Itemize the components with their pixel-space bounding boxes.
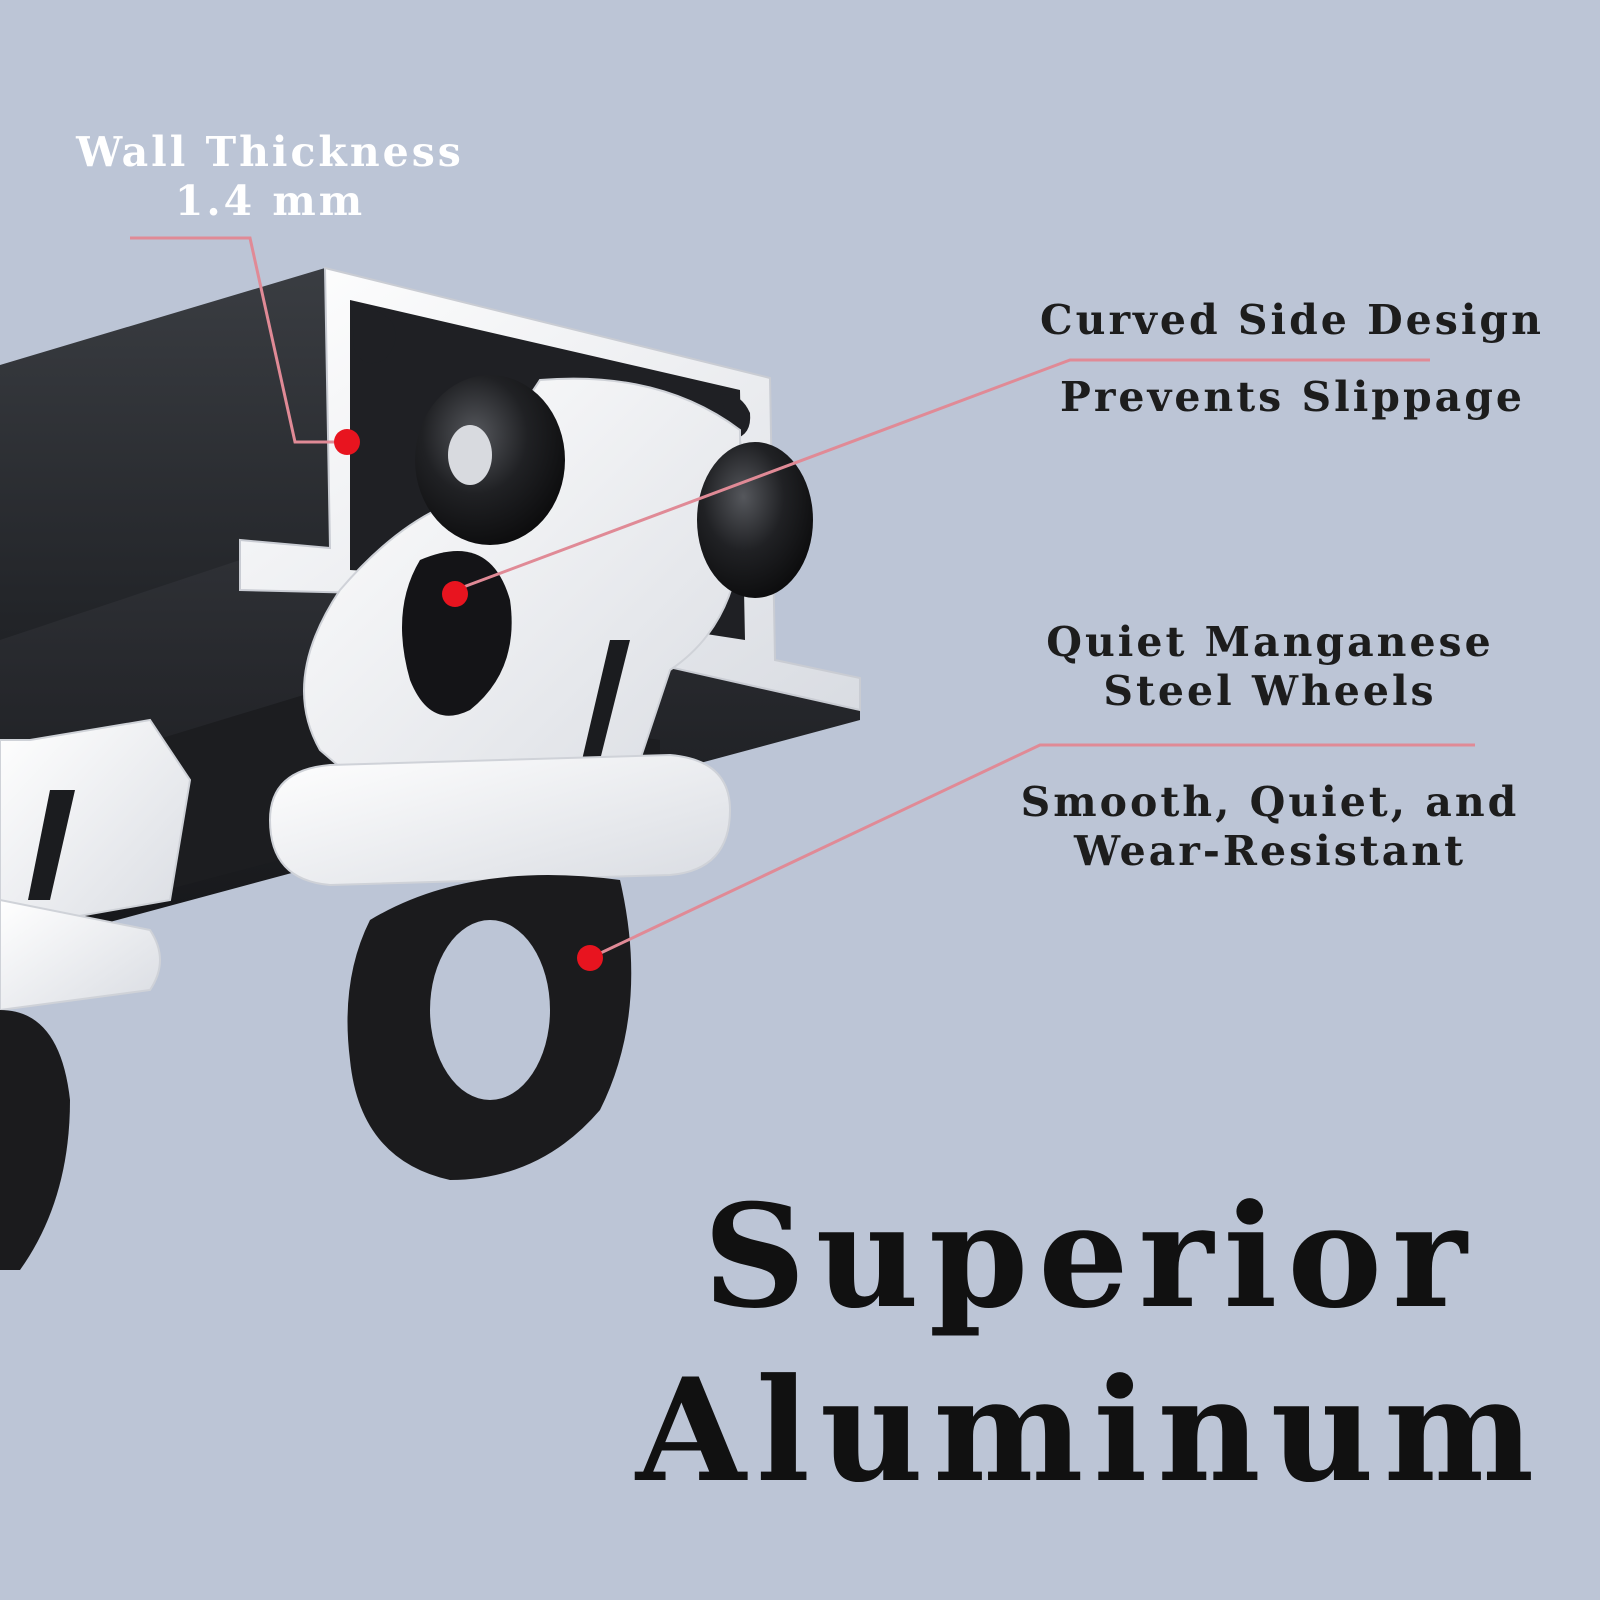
wall-thickness-callout: Wall Thickness 1.4 mm [40,128,500,226]
headline-line1: Superior [703,1174,1477,1340]
wheels-title-line2: Steel Wheels [1103,667,1437,716]
wall-thickness-title: Wall Thickness [76,128,464,176]
wheels-leader-line [589,743,1475,960]
wheels-subtitle-line2: Wear-Resistant [1073,827,1467,876]
wheels-subtitle: Smooth, Quiet, and Wear-Resistant [990,778,1550,876]
headline: Superior Aluminum [620,1170,1560,1518]
callout-leader-lines [130,236,1475,960]
wheels-subtitle-line1: Smooth, Quiet, and [1020,778,1520,826]
curved-side-title: Curved Side Design [1040,296,1544,344]
headline-line2: Aluminum [635,1348,1545,1514]
curved-side-groove [352,307,396,364]
manganese-steel-wheels [415,375,813,598]
glider-base [268,753,732,887]
glider-carrier [303,377,741,812]
secondary-glider [0,718,192,1270]
partial-ring [0,1010,70,1270]
wheel-rear [697,442,813,598]
wall-thickness-value: 1.4 mm [174,177,366,226]
wheels-title: Quiet Manganese Steel Wheels [1000,618,1540,716]
curved-leader-line [449,358,1430,594]
red-dot-marker [577,945,603,971]
eyelet-ring [347,875,632,1180]
carrier-slot [402,551,512,716]
red-dot-marker [442,581,468,607]
curved-side-subtitle: Prevents Slippage [1060,373,1525,421]
red-dot-marker [334,429,360,455]
wall-leader-line [130,236,345,444]
wheels-title-line1: Quiet Manganese [1046,618,1494,666]
ring-hole [430,920,550,1100]
